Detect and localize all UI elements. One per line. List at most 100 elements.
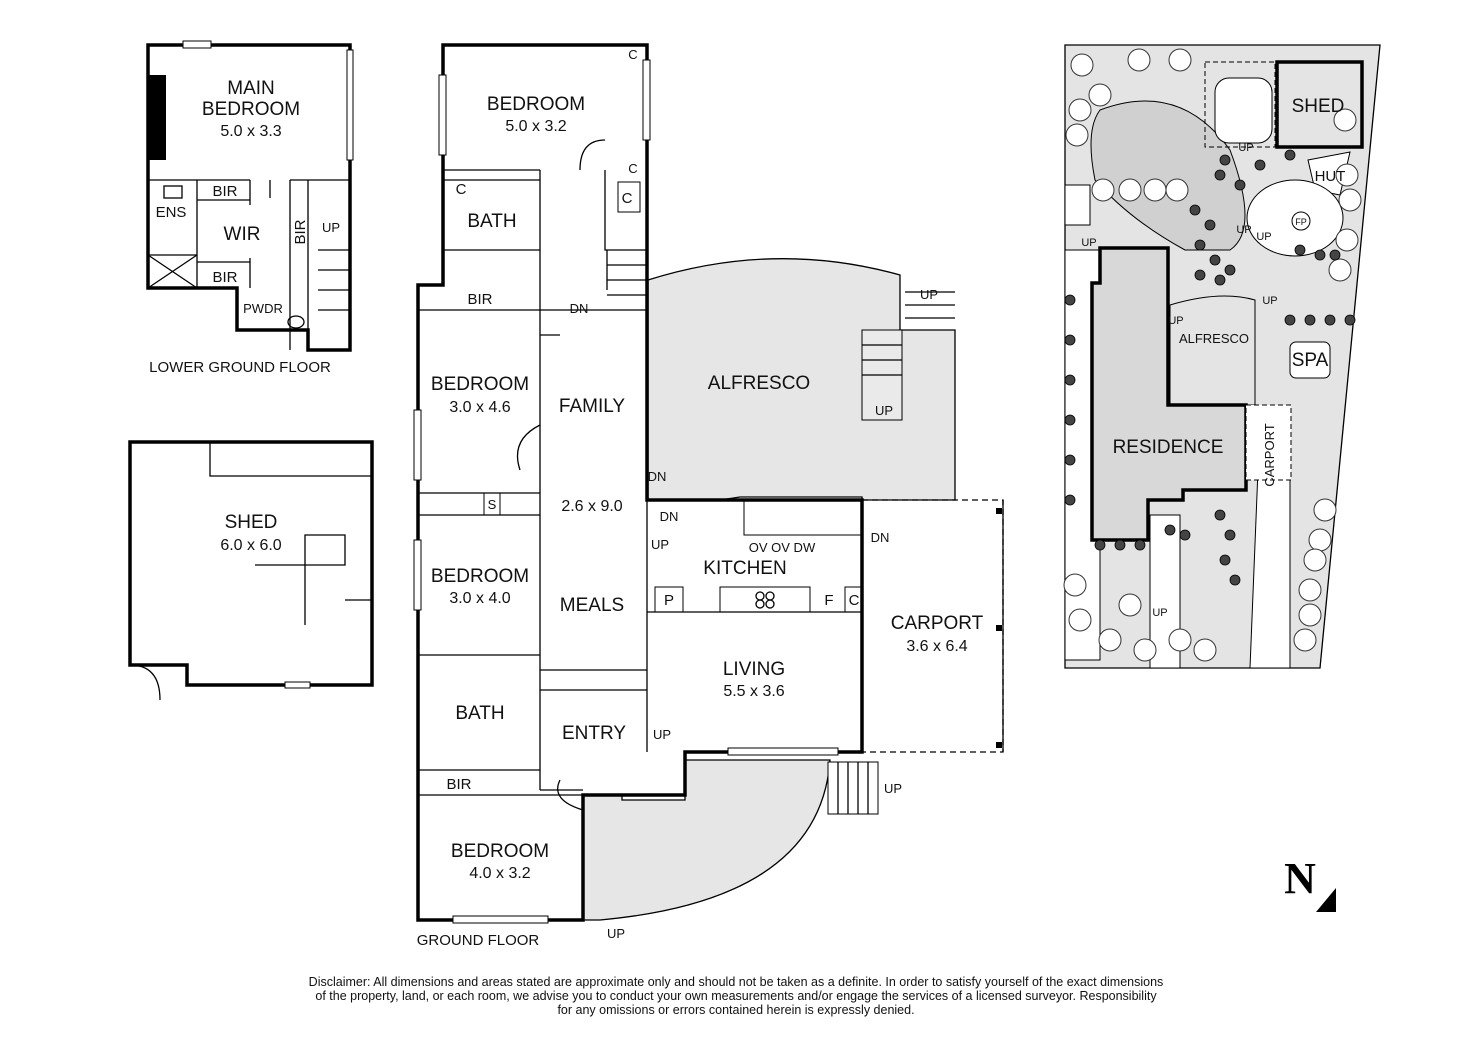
tree-icon — [1143, 178, 1167, 202]
room-name: MAIN — [227, 78, 275, 99]
north-label: N — [1284, 854, 1316, 903]
room-name: SHED — [225, 512, 278, 533]
window — [642, 59, 651, 141]
room-dims: 5.0 x 3.2 — [505, 118, 566, 135]
appliances-label: OV OV DW — [749, 540, 816, 555]
toilet-icon — [287, 315, 305, 329]
shrub-icon — [1219, 154, 1231, 166]
tree-icon — [1063, 573, 1087, 597]
kitchen-bench — [743, 499, 863, 536]
lower-ground-floor: MAIN BEDROOM 5.0 x 3.3 BIR ENS WIR BIR U… — [146, 40, 354, 376]
site-spa — [1289, 341, 1331, 379]
tree-icon — [1303, 548, 1327, 572]
window — [346, 49, 354, 161]
shed-interior-lines — [129, 442, 372, 701]
shrub-icon — [1229, 574, 1241, 586]
shrub-icon — [1344, 314, 1356, 326]
window — [182, 40, 212, 49]
room-name: ALFRESCO — [708, 373, 810, 394]
cupboard-box — [617, 181, 641, 213]
up-label: UP — [1256, 231, 1271, 243]
window — [452, 915, 549, 924]
cupboard-label: C — [622, 190, 633, 207]
tree-icon — [1328, 258, 1352, 282]
up-label: UP — [920, 287, 938, 302]
room-name: MEALS — [560, 595, 624, 616]
tree-icon — [1088, 83, 1112, 107]
ens-label: ENS — [156, 204, 187, 221]
cupboard-label: C — [628, 47, 637, 62]
lower-ground-interior-walls — [148, 179, 350, 350]
shrub-icon — [1254, 159, 1266, 171]
room-dims: 3.0 x 4.6 — [449, 399, 510, 416]
room-name: CARPORT — [891, 613, 984, 634]
up-label: UP — [651, 537, 669, 552]
shrub-icon — [1064, 334, 1076, 346]
tree-icon — [1068, 98, 1092, 122]
room-name: BATH — [467, 211, 516, 232]
window — [438, 74, 447, 156]
shrub-icon — [1064, 494, 1076, 506]
up-label: UP — [322, 220, 340, 235]
fire-pit-icon — [1291, 211, 1311, 231]
room-dims: 5.0 x 3.3 — [220, 123, 281, 140]
bir-label: BIR — [212, 269, 237, 286]
bir-label: BIR — [212, 183, 237, 200]
dn-label: DN — [660, 509, 679, 524]
room-name: KITCHEN — [703, 558, 786, 579]
room-name: ENTRY — [562, 723, 626, 744]
doors — [444, 139, 606, 811]
site-carport-label: CARPORT — [1262, 423, 1277, 486]
dn-label: DN — [871, 530, 890, 545]
pantry-label: P — [664, 592, 674, 609]
shrub-icon — [1284, 314, 1296, 326]
room-dims: 2.6 x 9.0 — [561, 498, 622, 515]
tree-icon — [1308, 528, 1332, 552]
north-arrow: N — [1284, 854, 1336, 912]
tree-icon — [1298, 578, 1322, 602]
bir-label: BIR — [292, 219, 309, 244]
shrub-icon — [1214, 274, 1226, 286]
site-residence — [1090, 246, 1248, 542]
cupboard-box — [844, 586, 863, 613]
shrub-icon — [1294, 244, 1306, 256]
floor-title: GROUND FLOOR — [417, 932, 540, 949]
cupboard-label: C — [849, 592, 860, 609]
ground-floor: BEDROOM 5.0 x 3.2 C C C C BATH BIR DN BE… — [413, 43, 1004, 949]
tree-icon — [1335, 163, 1359, 187]
tree-icon — [1118, 593, 1142, 617]
shower-and-stairs — [147, 249, 350, 311]
shrub-icon — [1224, 264, 1236, 276]
room-dims: 3.6 x 6.4 — [906, 638, 967, 655]
window — [413, 409, 422, 481]
site-shed — [1275, 60, 1364, 149]
kitchen-island — [719, 586, 811, 613]
up-label: UP — [1168, 315, 1183, 327]
lawn — [1090, 100, 1246, 251]
tree-icon — [1165, 178, 1189, 202]
tree-icon — [1118, 178, 1142, 202]
shrub-icon — [1064, 294, 1076, 306]
up-label: UP — [1238, 142, 1253, 154]
tree-icon — [1091, 178, 1115, 202]
site-shed-label: SHED — [1292, 96, 1345, 117]
up-label: UP — [1236, 224, 1251, 236]
tree-icon — [1168, 628, 1192, 652]
tree-icon — [1068, 608, 1092, 632]
room-name: BEDROOM — [431, 566, 529, 587]
room-name: FAMILY — [559, 396, 625, 417]
floor-title: LOWER GROUND FLOOR — [149, 359, 331, 376]
dn-label: DN — [570, 301, 589, 316]
up-label: UP — [1262, 295, 1277, 307]
shrub-icon — [1194, 239, 1206, 251]
site-carport — [1245, 404, 1292, 481]
disclaimer: Disclaimer: All dimensions and areas sta… — [309, 975, 1164, 1017]
shrub-icon — [1064, 454, 1076, 466]
shrub-icon — [1114, 539, 1126, 551]
room-name: LIVING — [723, 659, 785, 680]
shrub-icon — [1164, 524, 1176, 536]
pwdr-label: PWDR — [243, 301, 283, 316]
up-label: UP — [1081, 237, 1096, 249]
north-arrow-icon — [1316, 888, 1336, 912]
shrub-icon — [1329, 249, 1341, 261]
